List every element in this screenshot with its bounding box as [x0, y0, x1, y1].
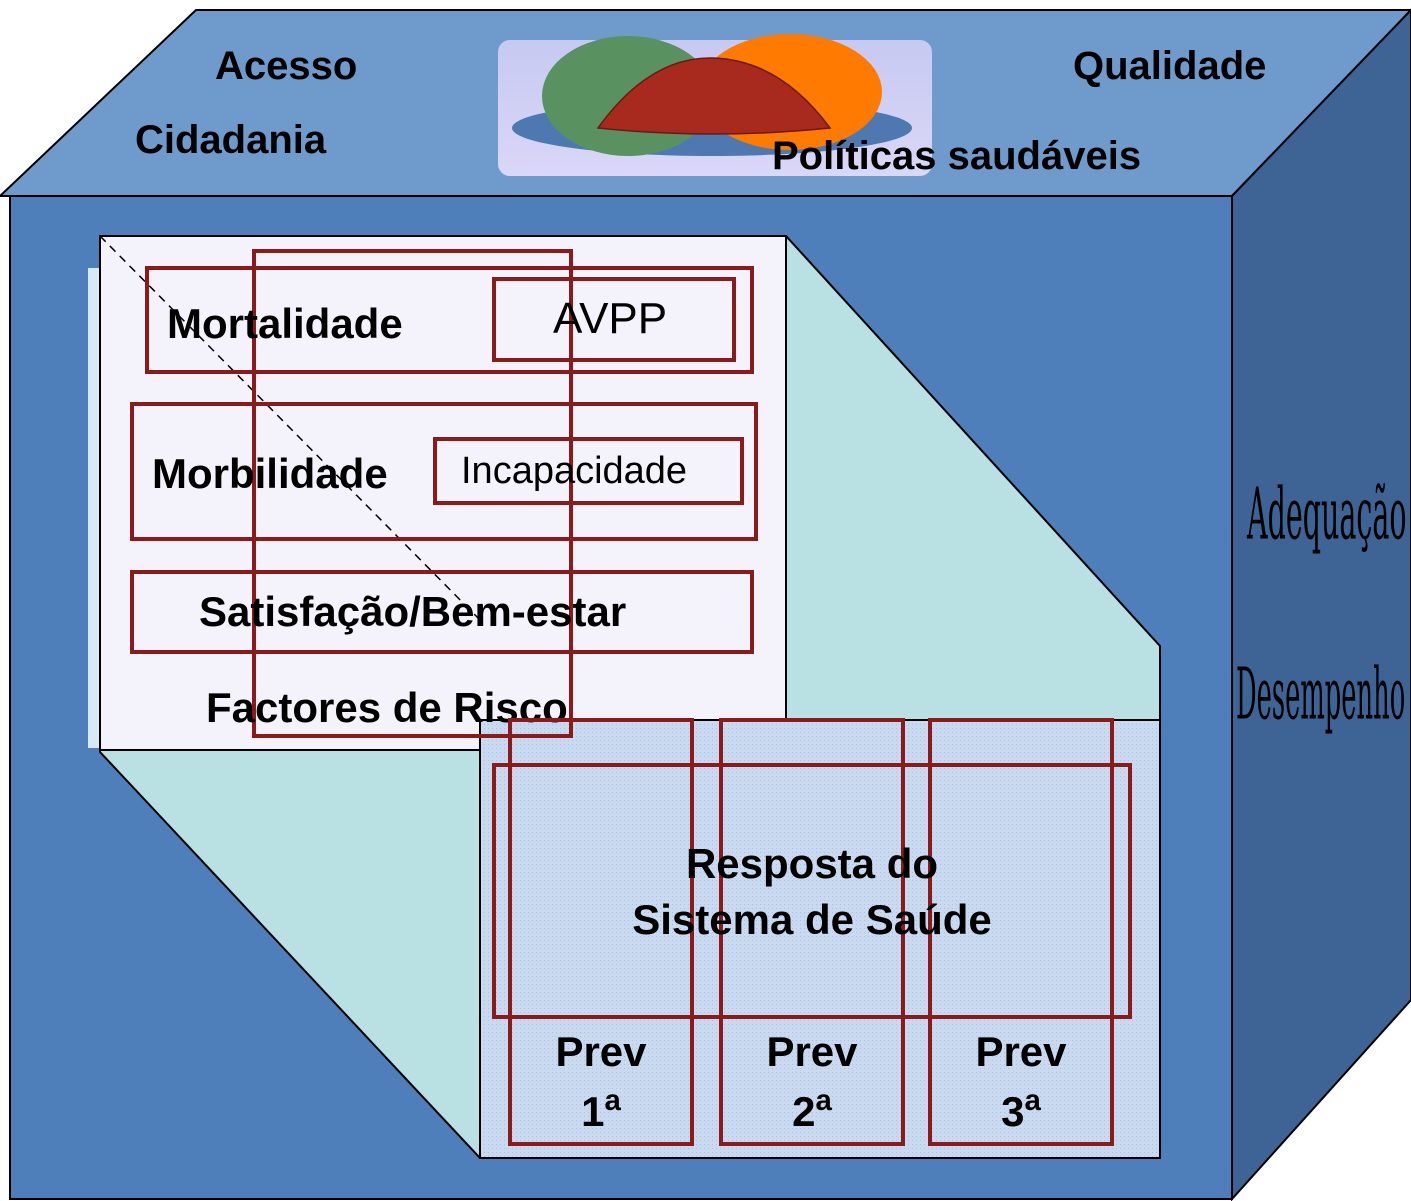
prev-ordinal-1: 1a: [508, 1084, 694, 1136]
label-avpp: AVPP: [553, 294, 668, 343]
prev-ordinal-2: 2a: [719, 1084, 905, 1136]
label-response-line1: Resposta do: [685, 840, 939, 887]
health-logo: [498, 34, 932, 176]
prev-number-2: 2: [792, 1088, 816, 1136]
label-incapacity: Incapacidade: [461, 450, 688, 492]
mortality-box: [145, 266, 754, 374]
prev-number-1: 1: [581, 1088, 605, 1136]
risk-column-box: [252, 249, 573, 738]
outcomes-panel: [99, 235, 787, 751]
satisfaction-box: [130, 570, 754, 654]
morbidity-box: [130, 402, 758, 541]
response-box: [492, 763, 1132, 1019]
label-quality: Qualidade: [1073, 44, 1267, 88]
label-response-line2: Sistema de Saúde: [632, 896, 992, 943]
incapacity-box: [433, 437, 744, 505]
label-performance: Desempenho: [1236, 652, 1406, 736]
prev-ordinal-suffix-1: a: [604, 1084, 621, 1117]
label-satisfaction: Satisfação/Bem-estar: [199, 588, 627, 635]
prev-ordinal-suffix-2: a: [815, 1084, 832, 1117]
response-panel: [479, 719, 1161, 1159]
dashed-diagonal: [99, 235, 481, 621]
prev-label-2: Prev: [766, 1028, 858, 1075]
avpp-box: [492, 277, 736, 362]
label-mortality: Mortalidade: [167, 300, 403, 347]
label-access: Acesso: [215, 44, 358, 88]
cube-right-face: [1231, 8, 1411, 1201]
prev-label-3: Prev: [975, 1028, 1067, 1075]
prev-column-1-box: [508, 718, 694, 1146]
label-citizenship: Cidadania: [135, 118, 327, 162]
prev-number-3: 3: [1001, 1088, 1025, 1136]
prev-label-1: Prev: [555, 1028, 647, 1075]
prev-column-3-box: [928, 718, 1114, 1146]
label-morbidity: Morbilidade: [152, 450, 388, 497]
label-adequacy: Adequação: [1247, 472, 1407, 556]
prev-ordinal-3: 3a: [928, 1084, 1114, 1136]
label-risk-factors: Factores de Risco: [206, 684, 568, 731]
prev-ordinal-suffix-3: a: [1024, 1084, 1041, 1117]
prev-column-2-box: [719, 718, 905, 1146]
label-healthy-policies: Políticas saudáveis: [772, 134, 1142, 178]
